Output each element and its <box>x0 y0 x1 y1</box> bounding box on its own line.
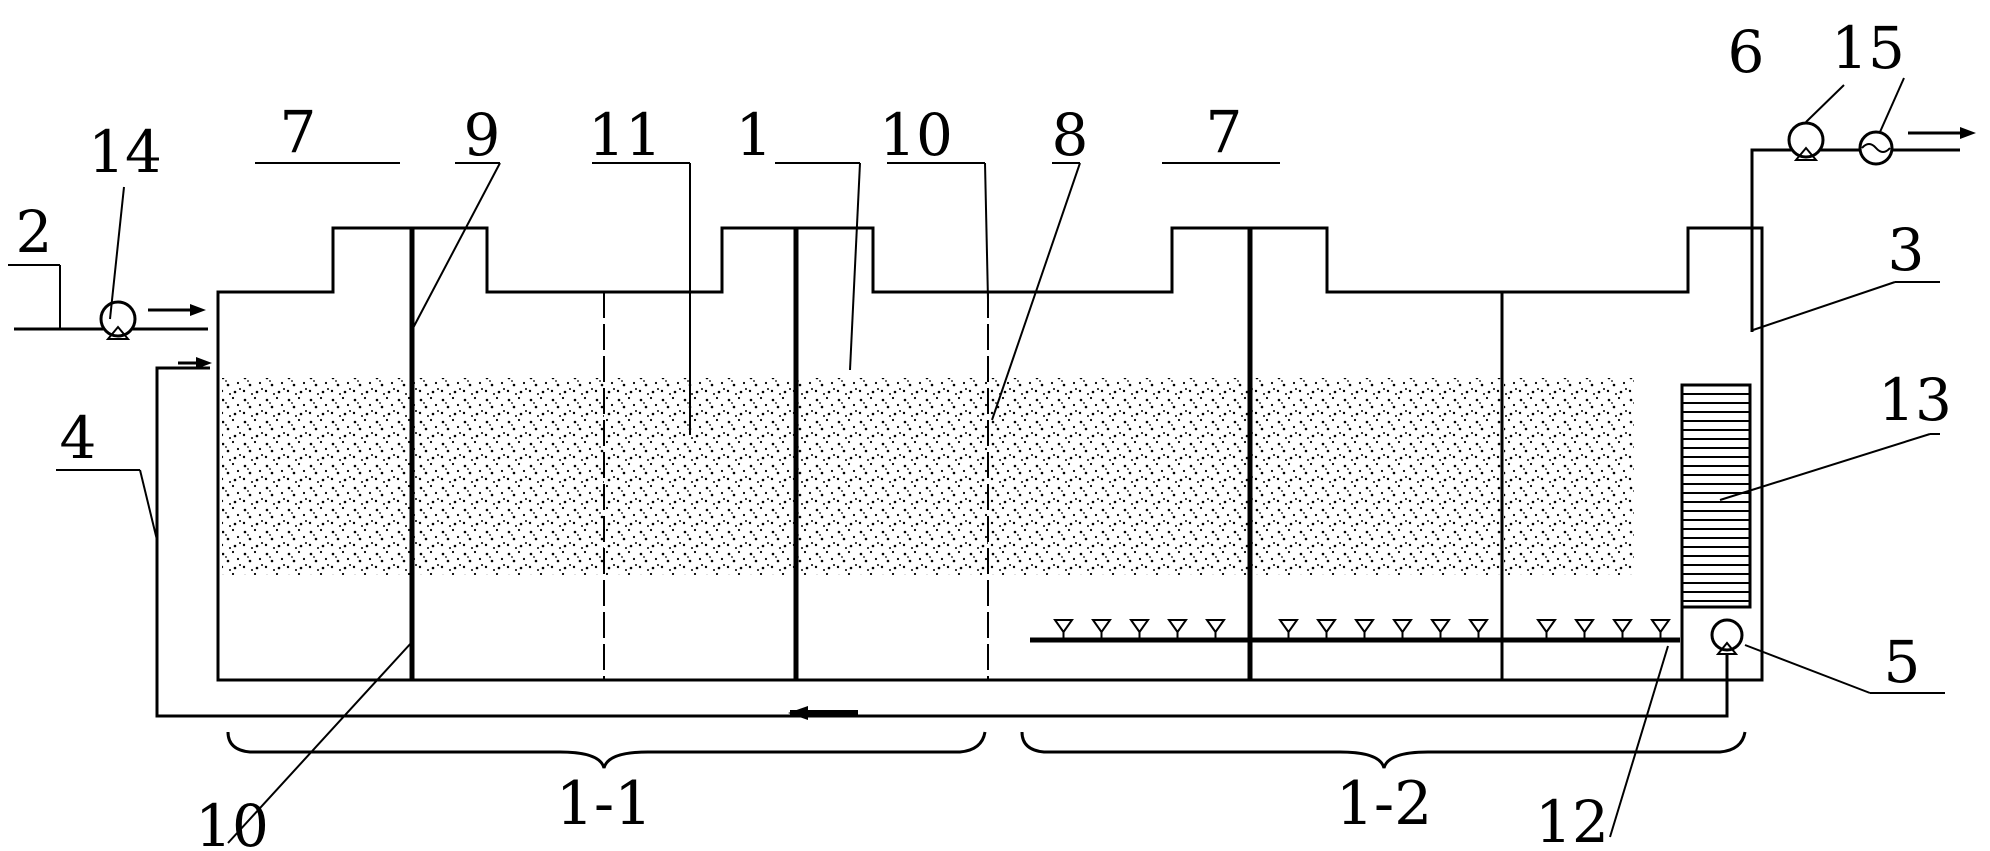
section-labels: 1-1 1-2 <box>556 769 1433 839</box>
label-1: 1 <box>736 101 773 169</box>
filler-zone <box>798 378 988 575</box>
label-15: 15 <box>1831 14 1905 82</box>
label-7-right: 7 <box>1206 98 1243 166</box>
section-label-1-2: 1-2 <box>1336 769 1433 839</box>
labels: 1 2 3 4 5 6 7 7 8 9 10 10 11 12 13 14 15 <box>16 14 1952 851</box>
label-9: 9 <box>464 101 501 169</box>
label-5: 5 <box>1884 628 1921 696</box>
label-10-top: 10 <box>879 101 953 169</box>
label-6: 6 <box>1728 18 1765 86</box>
recirculation-pump <box>1710 618 1744 655</box>
label-7-left: 7 <box>280 98 317 166</box>
filler-zone <box>1504 378 1634 575</box>
leader-lines <box>8 77 1945 844</box>
inlet-pipe <box>14 300 208 340</box>
section-braces <box>226 731 1747 769</box>
label-8: 8 <box>1052 101 1089 169</box>
label-4: 4 <box>60 404 97 472</box>
label-10-bottom: 10 <box>195 792 269 851</box>
label-13: 13 <box>1878 366 1952 434</box>
brace-1-1 <box>226 731 987 769</box>
filler-zone <box>990 378 1250 575</box>
aeration-pipe <box>1030 619 1680 643</box>
label-14: 14 <box>88 118 162 186</box>
label-3: 3 <box>1888 216 1925 284</box>
filler-zone <box>222 378 412 575</box>
filler-zones <box>222 378 1634 575</box>
outlet-pipe <box>1750 121 1976 332</box>
return-pipe <box>155 357 1729 720</box>
diffusers <box>1053 619 1671 640</box>
label-11: 11 <box>588 101 662 169</box>
partitions <box>409 228 1684 680</box>
filler-zone <box>606 378 796 575</box>
reactor-outline <box>216 226 1764 682</box>
label-2: 2 <box>16 198 53 266</box>
label-12: 12 <box>1535 788 1609 851</box>
filler-zone <box>1252 378 1502 575</box>
filler-zone <box>414 378 604 575</box>
brace-1-2 <box>1020 731 1747 769</box>
membrane-module <box>1680 383 1752 609</box>
section-label-1-1: 1-1 <box>556 769 653 839</box>
membrane-lines <box>1682 393 1750 602</box>
